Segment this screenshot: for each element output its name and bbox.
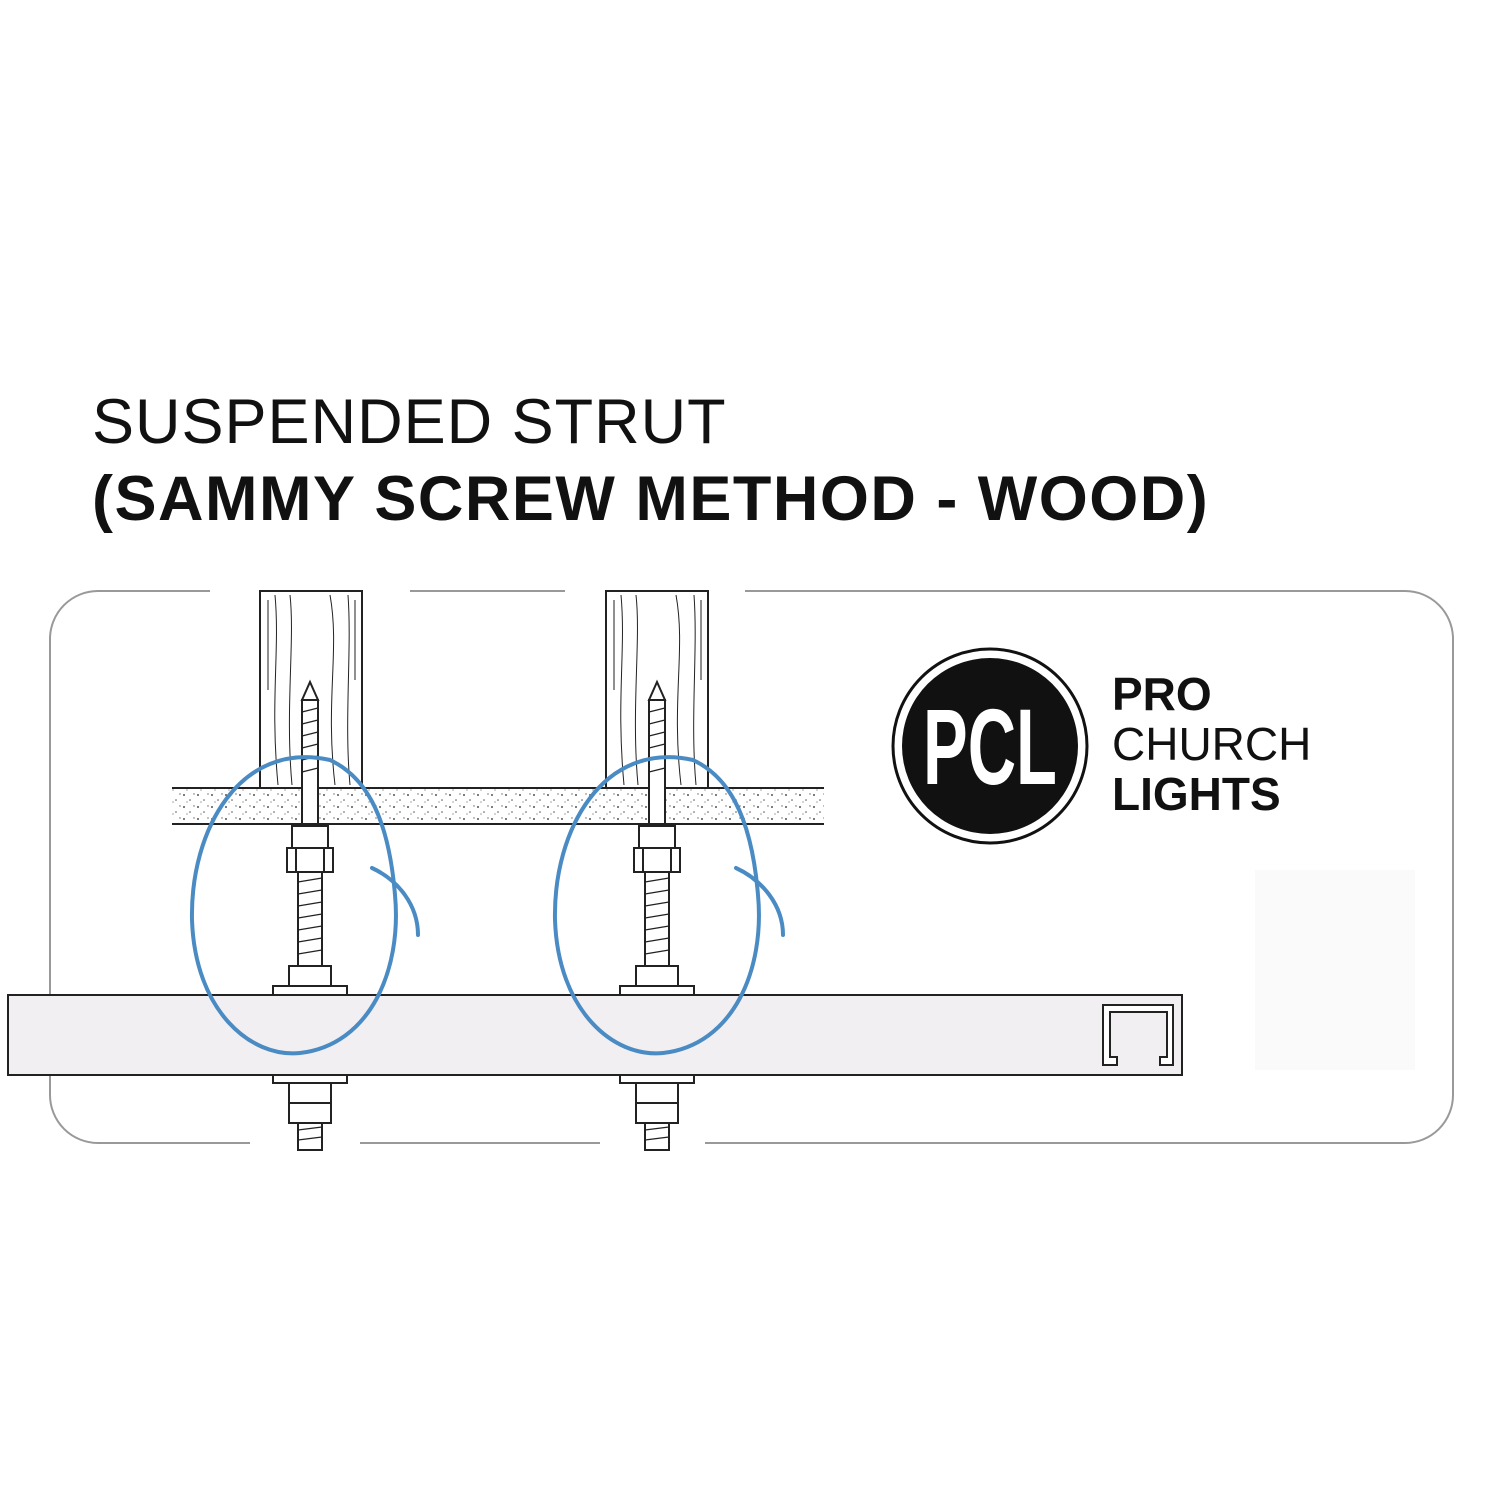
highlight-loop-left xyxy=(189,755,420,1056)
logo-line-church: CHURCH xyxy=(1112,718,1312,770)
highlight-loop-right xyxy=(552,755,785,1056)
sammy-screw-left xyxy=(272,679,348,1151)
sammy-screw-right xyxy=(619,679,695,1151)
logo-monogram: PCL xyxy=(923,688,1057,808)
title-line-1: SUSPENDED STRUT xyxy=(92,387,727,457)
logo-line-pro: PRO xyxy=(1112,668,1212,720)
pcl-logo-badge: PCL xyxy=(891,647,1089,845)
background-frame xyxy=(49,590,1454,1144)
faint-watermark xyxy=(1255,870,1415,1070)
strut-channel xyxy=(7,994,1183,1076)
ceiling-drywall xyxy=(172,787,824,825)
title-line-2: (SAMMY SCREW METHOD - WOOD) xyxy=(92,464,1210,534)
logo-line-lights: LIGHTS xyxy=(1112,768,1281,820)
